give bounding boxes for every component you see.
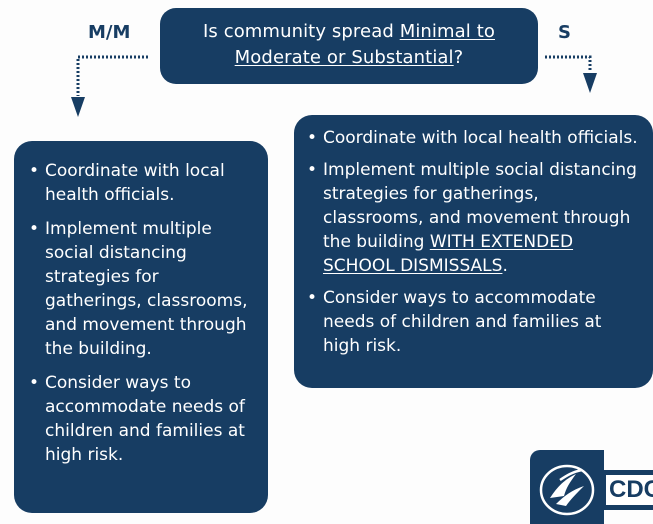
label-substantial: S	[558, 22, 571, 43]
right-arrow-icon	[583, 73, 597, 93]
list-item: •Consider ways to accommodate needs of c…	[306, 286, 641, 358]
minimal-moderate-list: •Coordinate with local health officials.…	[28, 159, 254, 467]
list-item-text: Consider ways to accommodate needs of ch…	[45, 373, 245, 465]
hhs-eagle-icon	[530, 450, 604, 524]
list-item-text: Coordinate with local health officials.	[45, 161, 225, 205]
cdc-tile: CDC	[604, 470, 653, 510]
left-connector	[76, 55, 148, 96]
bullet-icon: •	[29, 373, 40, 393]
right-connector	[545, 55, 592, 72]
cdc-logo: CDC	[530, 450, 653, 524]
bullet-icon: •	[307, 128, 318, 148]
list-item: •Implement multiple social distancing st…	[28, 217, 254, 361]
list-item-text: Consider ways to accommodate needs of ch…	[323, 288, 602, 356]
list-item: •Consider ways to accommodate needs of c…	[28, 371, 254, 467]
list-item-text: Coordinate with local health officials.	[323, 128, 638, 148]
question-suffix: ?	[453, 47, 464, 68]
left-arrow-icon	[71, 97, 85, 117]
list-item: •Coordinate with local health officials.	[306, 126, 641, 150]
question-moderate: Moderate or Substantial	[234, 47, 454, 68]
question-minimal: Minimal to	[399, 21, 495, 42]
bullet-icon: •	[29, 219, 40, 239]
bullet-icon: •	[307, 288, 318, 308]
bullet-icon: •	[307, 160, 318, 180]
minimal-moderate-box: •Coordinate with local health officials.…	[14, 141, 268, 513]
question-box: Is community spread Minimal to Moderate …	[160, 8, 538, 84]
bullet-icon: •	[29, 161, 40, 181]
list-item: •Implement multiple social distancing st…	[306, 158, 641, 278]
list-item-suffix: .	[502, 256, 508, 276]
extended-dismissals-text: WITH EXTENDED SCHOOL DISMISSALS	[323, 232, 574, 276]
list-item-text: Implement multiple social distancing str…	[45, 219, 248, 359]
cdc-text: CDC	[606, 475, 653, 505]
label-minimal-moderate: M/M	[88, 22, 131, 43]
substantial-box: •Coordinate with local health officials.…	[294, 115, 653, 388]
list-item-text: Implement multiple social distancing str…	[323, 160, 637, 252]
question-prefix: Is community spread	[202, 21, 400, 42]
substantial-list: •Coordinate with local health officials.…	[306, 126, 641, 358]
list-item: •Coordinate with local health officials.	[28, 159, 254, 207]
